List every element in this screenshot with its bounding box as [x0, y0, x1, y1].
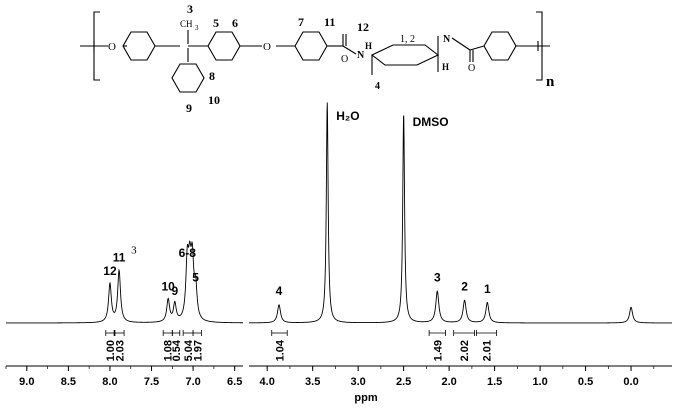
integral-value-6: 1.04: [274, 339, 286, 361]
integral-value-2: 1.08: [163, 340, 175, 361]
x-tick-label-6: 4.0: [260, 376, 275, 388]
integral-5: 1.97: [192, 330, 204, 361]
x-tick-label-14: 0.0: [623, 376, 638, 388]
label-11: 11: [324, 15, 335, 29]
x-tick-label-1: 8.5: [61, 376, 76, 388]
x-axis: 9.0 8.5 8.0 7.5 7.0 6.5 4.0 3.5 3.0 2.5 2.0 1.5 1.0 0…: [5, 365, 672, 388]
peak-label-4: 6-8: [179, 246, 197, 260]
integral-value-1: 2.03: [115, 340, 127, 361]
atom-ch3-subscript: 3: [195, 24, 199, 32]
phenyl-ring-pendant: [171, 63, 205, 93]
phenyl-ring-2: [207, 31, 241, 61]
integral-value-9: 2.01: [481, 340, 493, 361]
integral-0: 1.00: [105, 330, 117, 361]
peak-label-8: 4: [276, 284, 283, 298]
x-tick-label-5: 6.5: [227, 376, 242, 388]
label-3: 3: [187, 2, 193, 16]
x-tick-label-13: 0.5: [578, 376, 593, 388]
cyclohexane-ring: [370, 44, 440, 66]
integral-value-8: 2.02: [459, 340, 471, 361]
label-5: 5: [213, 16, 219, 30]
integral-8: 2.02: [453, 330, 476, 361]
x-tick-label-4: 7.0: [185, 376, 200, 388]
x-tick-label-8: 3.0: [351, 376, 366, 388]
integral-value-5: 1.97: [192, 340, 204, 361]
integral-7: 1.49: [428, 330, 446, 361]
label-6: 6: [232, 16, 238, 30]
x-tick-label-12: 1.0: [532, 376, 547, 388]
peak-label-10: DMSO: [413, 115, 449, 129]
repeat-unit-n: n: [546, 74, 555, 90]
peak-label-7: 5: [192, 271, 199, 285]
label-10: 10: [208, 93, 220, 107]
integral-9: 2.01: [476, 330, 497, 361]
atom-o-carbonyl-right: O: [468, 63, 475, 74]
atom-h-right: H: [442, 62, 449, 72]
integral-value-0: 1.00: [105, 340, 117, 361]
x-tick-label-3: 7.5: [144, 376, 159, 388]
atom-n-left: N: [357, 50, 365, 61]
integral-3: 0.54: [171, 330, 183, 361]
peak-label-0: 12: [103, 264, 117, 278]
x-tick-label-11: 1.5: [487, 376, 502, 388]
label-4: 4: [375, 81, 380, 92]
x-tick-label-10: 2.0: [441, 376, 456, 388]
peak-label-1: 11: [113, 250, 126, 264]
peak-label-13: 1: [484, 282, 491, 296]
peak-label-11: 3: [434, 271, 441, 285]
peak-label-superscript: 3: [131, 244, 137, 256]
atom-n-right: N: [443, 34, 451, 45]
integral-6: 1.04: [271, 330, 288, 361]
label-9: 9: [186, 101, 192, 115]
x-tick-label-0: 9.0: [19, 376, 34, 388]
integral-1: 2.03: [115, 330, 127, 361]
phenyl-ring-3: [294, 31, 328, 61]
label-12: 12: [357, 20, 369, 34]
polymer-repeat-unit-structure: [80, 11, 550, 93]
x-axis-label: ppm: [354, 392, 377, 404]
label-7: 7: [298, 15, 304, 29]
atom-o-carbonyl-left: O: [341, 54, 348, 65]
peak-label-9: H₂O: [336, 109, 359, 123]
atom-o-left: O: [108, 41, 116, 53]
atom-h-left: H: [365, 41, 372, 51]
label-1-2: 1, 2: [400, 34, 415, 45]
phenyl-ring-4: [483, 31, 517, 61]
integral-value-3: 0.54: [171, 339, 183, 361]
spectrum-trace-panel-1: [6, 240, 243, 324]
atom-ch3: CH: [180, 19, 193, 29]
structure-labels: O O CH 3 O N H N H O n 3 5 6 7 11 12 8 1…: [108, 2, 555, 115]
integral-value-4: 5.04: [183, 339, 195, 361]
atom-o-mid: O: [263, 41, 271, 53]
integral-value-7: 1.49: [432, 340, 444, 361]
peak-label-2: 10: [161, 280, 175, 294]
x-tick-label-9: 2.5: [396, 376, 411, 388]
x-tick-label-7: 3.5: [305, 376, 320, 388]
x-tick-label-2: 8.0: [102, 376, 117, 388]
peak-label-12: 2: [461, 280, 468, 294]
peak-label-3: 9: [171, 284, 178, 298]
spectrum-trace-panel-2: [249, 102, 673, 324]
label-8: 8: [209, 69, 215, 83]
phenyl-ring-1: [122, 31, 156, 61]
